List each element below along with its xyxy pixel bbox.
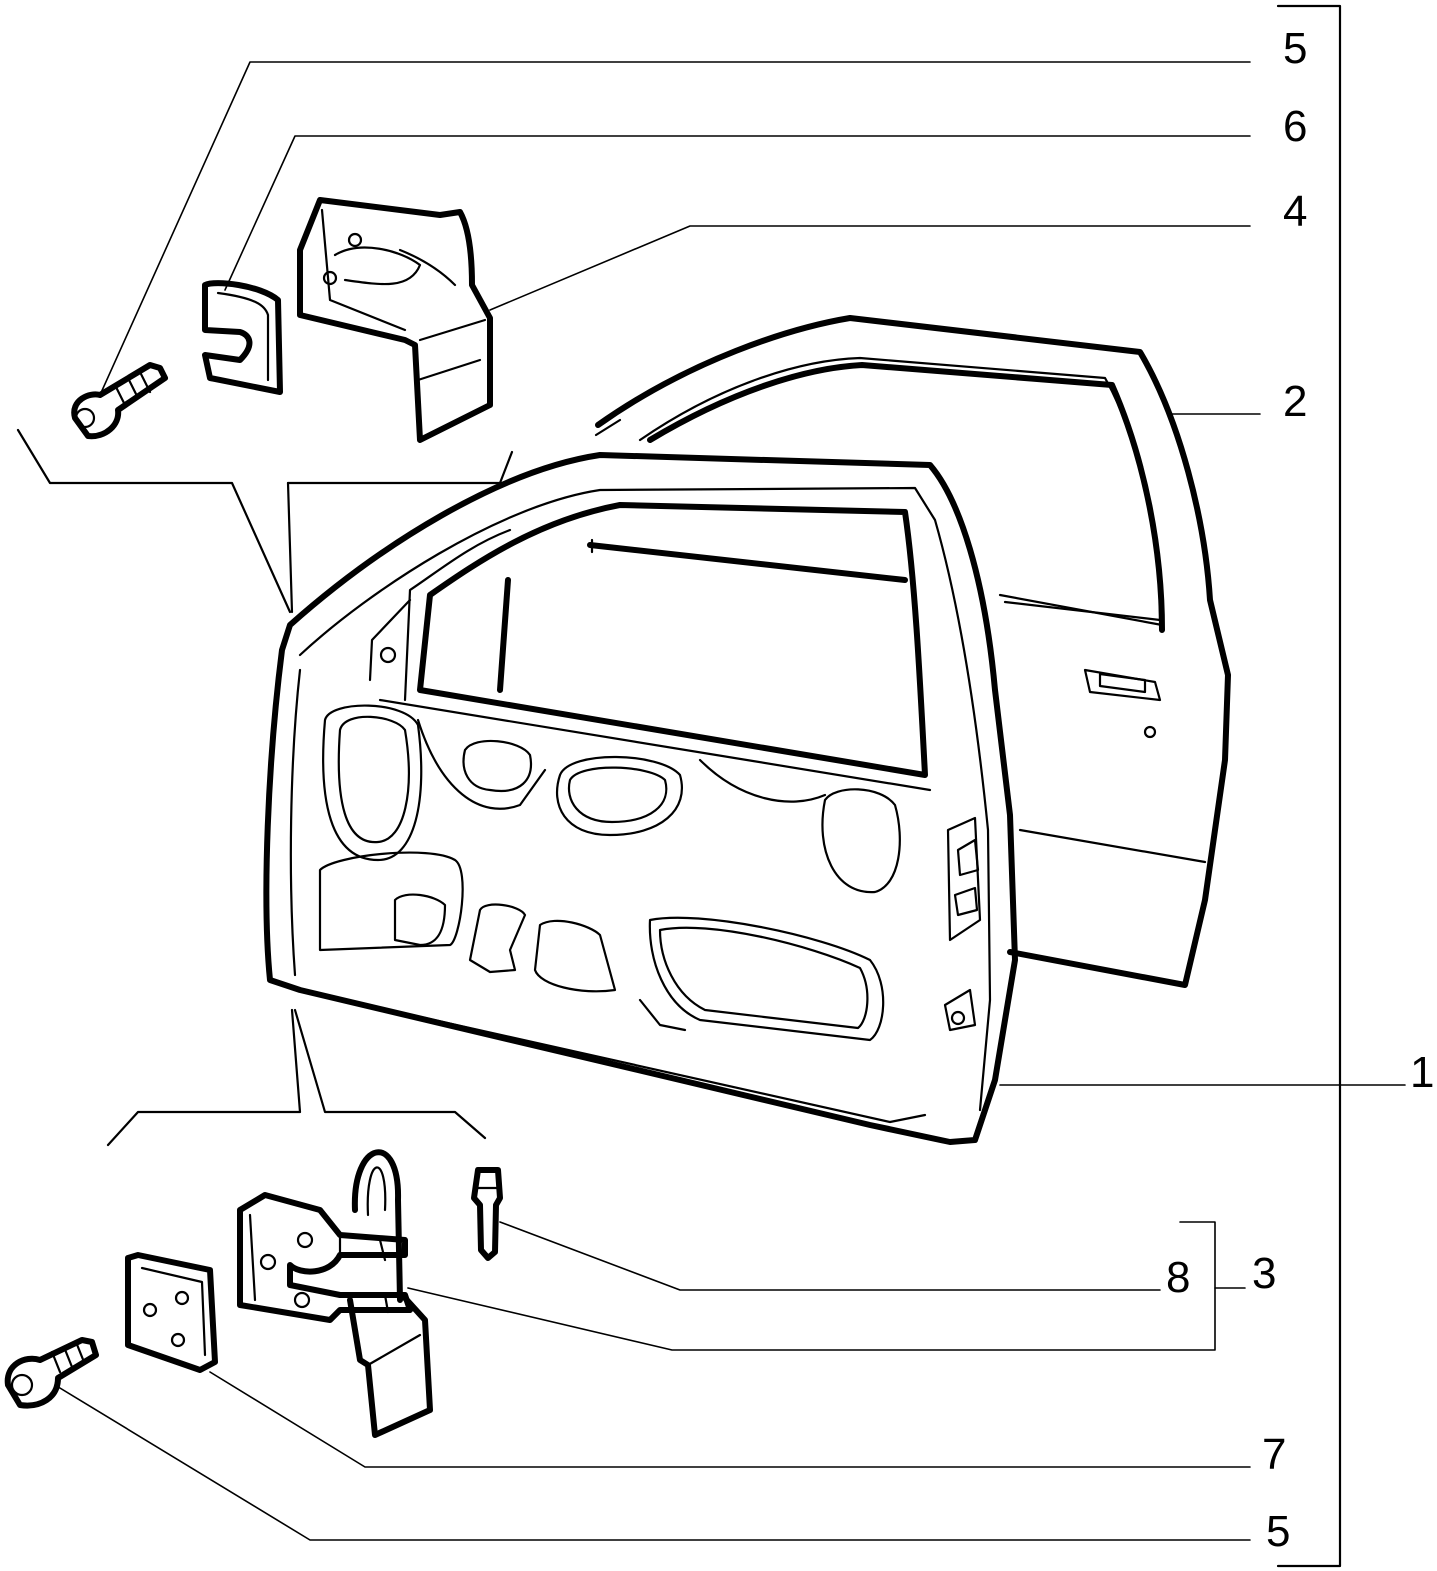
lower-hinge-shim <box>125 1252 218 1373</box>
callout-6: 6 <box>1283 102 1307 151</box>
inner-door-frame <box>263 452 1018 1145</box>
outer-door-panel <box>594 315 1231 988</box>
upper-door-hinge <box>297 197 493 443</box>
callout-7: 7 <box>1262 1430 1286 1479</box>
upper-hinge-bolt <box>71 362 168 440</box>
callout-5-bottom: 5 <box>1266 1507 1290 1556</box>
leader-lines <box>54 61 1406 1541</box>
hinge-pin <box>471 1167 503 1261</box>
callout-1: 1 <box>1410 1048 1434 1097</box>
assembly-bracket <box>1276 4 1342 1568</box>
detail-guide-lines <box>16 428 514 1147</box>
callout-5-top: 5 <box>1283 24 1307 73</box>
callout-2: 2 <box>1283 377 1307 426</box>
lower-hinge-bolt <box>4 1337 99 1409</box>
callout-4: 4 <box>1283 187 1307 236</box>
lower-door-hinge <box>237 1149 433 1438</box>
callout-3: 3 <box>1252 1249 1276 1298</box>
callout-8: 8 <box>1166 1253 1190 1302</box>
upper-hinge-shim <box>202 280 283 395</box>
